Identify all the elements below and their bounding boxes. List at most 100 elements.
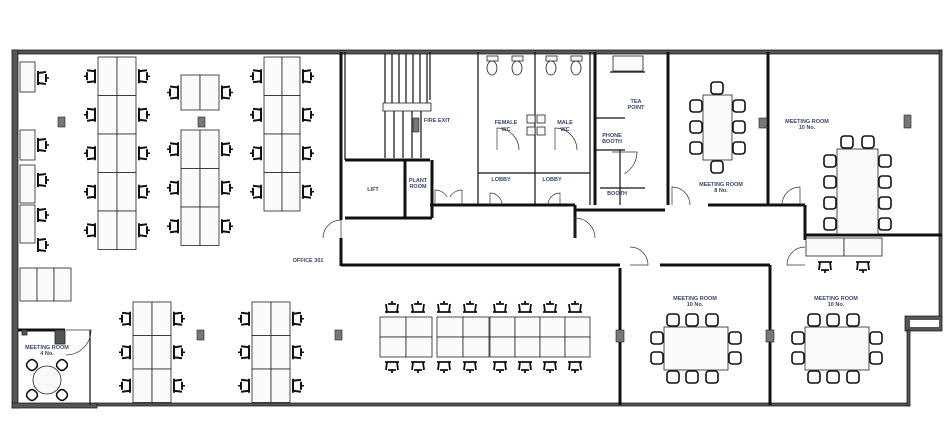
chair-outline [121, 311, 131, 326]
chair [650, 331, 664, 345]
office-chair [138, 146, 150, 161]
door [496, 127, 520, 151]
desk [843, 237, 883, 257]
office-chair [302, 107, 314, 122]
staircase [384, 54, 428, 158]
sink [536, 114, 546, 124]
chair [732, 99, 746, 113]
desk [251, 368, 272, 403]
office-chair [411, 301, 425, 313]
office-chair [856, 261, 870, 273]
chair-outline [138, 69, 148, 84]
label-meeting-10-a-2: 10 No. [687, 302, 704, 308]
desk [116, 210, 137, 250]
chair-outline [37, 173, 47, 187]
chair [650, 351, 664, 365]
chair [689, 141, 703, 155]
chair-outline [493, 361, 507, 373]
chair-outline [252, 69, 262, 84]
office-chair [167, 142, 179, 157]
office-chair [292, 311, 304, 326]
chair [666, 370, 680, 384]
desk [270, 335, 291, 370]
door [322, 219, 342, 239]
desk [151, 301, 172, 336]
office-chair [37, 208, 49, 222]
office-chair [292, 345, 304, 360]
chair-outline [121, 378, 131, 393]
chair-outline [493, 301, 507, 313]
desk [489, 316, 516, 338]
desk [379, 336, 407, 358]
door [574, 217, 596, 239]
chair-outline [86, 69, 96, 84]
office-chair [37, 238, 49, 252]
chair-outline [37, 238, 47, 252]
desk [281, 133, 301, 173]
chair [25, 358, 39, 372]
label-lobby-1: LOBBY [491, 177, 511, 183]
office-chair [84, 184, 96, 199]
toilet-cistern [486, 55, 499, 62]
office-chair [119, 311, 131, 326]
desk [180, 129, 201, 169]
office-chair [167, 180, 179, 195]
desk [97, 133, 118, 173]
desk [151, 335, 172, 370]
office-chair [463, 301, 477, 313]
label-plant-room-1: PLANT [409, 178, 428, 184]
desk [199, 168, 220, 208]
desk [514, 316, 541, 338]
label-meeting-10-top-1: MEETING ROOM [785, 119, 829, 125]
label-female-wc-2: WC [501, 127, 510, 133]
office-chair [84, 146, 96, 161]
toilet [486, 60, 498, 76]
desk [514, 336, 541, 358]
desk [564, 336, 591, 358]
chair [869, 331, 883, 345]
office-chair [238, 378, 250, 393]
chair [878, 154, 892, 168]
desk [281, 56, 301, 96]
office-chair [167, 219, 179, 234]
chair [55, 358, 69, 372]
door [612, 151, 638, 174]
desk [263, 56, 283, 96]
office-chair [173, 378, 185, 393]
desk [270, 301, 291, 336]
desk [405, 316, 433, 338]
chair [25, 388, 39, 402]
chair [705, 370, 719, 384]
desk [263, 133, 283, 173]
chair [685, 370, 699, 384]
chair-outline [385, 361, 399, 373]
office-chair [37, 138, 49, 152]
office-chair [292, 378, 304, 393]
desk [180, 74, 201, 111]
chair [878, 175, 892, 189]
chair-outline [138, 146, 148, 161]
desk [805, 237, 845, 257]
chair-outline [252, 184, 262, 199]
chair-outline [437, 301, 451, 313]
office-chair [437, 361, 451, 373]
desk [462, 316, 490, 338]
label-phone-booth-1: PHONE [602, 133, 622, 139]
chair [685, 313, 699, 327]
desk [405, 336, 433, 358]
chair [732, 141, 746, 155]
desk [281, 95, 301, 135]
chair-outline [856, 261, 870, 273]
desk [97, 56, 118, 96]
label-booth: BOOTH [607, 191, 627, 197]
chair-outline [173, 378, 183, 393]
chair-outline [37, 208, 47, 222]
office-chair [84, 223, 96, 238]
office-chair [173, 311, 185, 326]
meeting-table [804, 326, 870, 371]
office-chair [518, 301, 532, 313]
chair-outline [463, 301, 477, 313]
desk [199, 206, 220, 246]
office-chair [385, 301, 399, 313]
label-male-wc-1: MALE [557, 120, 573, 126]
